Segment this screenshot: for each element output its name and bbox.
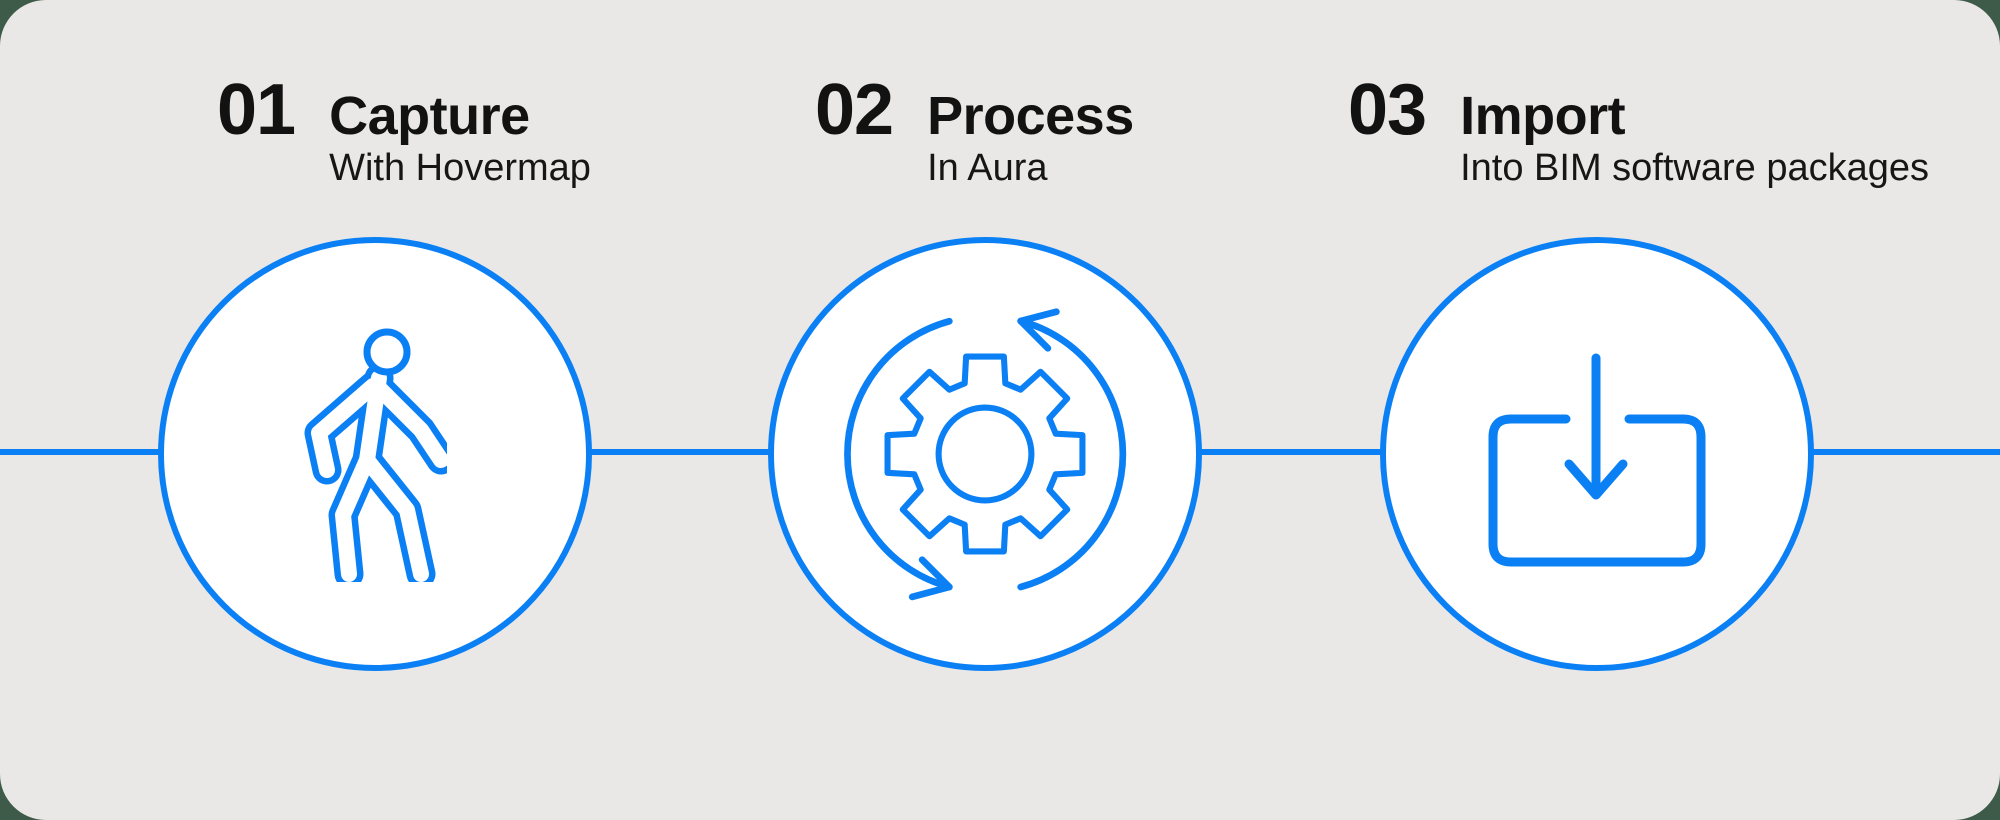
step-2-circle [768, 237, 1202, 671]
step-1-circle [158, 237, 592, 671]
step-3-header: 03 Import Into BIM software packages [1348, 74, 1929, 187]
step-1-header: 01 Capture With Hovermap [217, 74, 591, 187]
step-3-number: 03 [1348, 70, 1427, 150]
step-3-circle [1380, 237, 1814, 671]
step-2-number: 02 [815, 70, 894, 150]
step-2-subtitle: In Aura [927, 147, 1048, 189]
step-3-subtitle: Into BIM software packages [1460, 147, 1929, 189]
step-2-title: Process [927, 86, 1134, 146]
gear-sync-icon [844, 308, 1127, 601]
step-3-title: Import [1460, 86, 1626, 146]
import-tray-icon [1488, 353, 1706, 566]
step-1-title: Capture [329, 86, 530, 146]
step-1-subtitle: With Hovermap [329, 147, 591, 189]
step-1-number: 01 [217, 70, 296, 150]
step-2-header: 02 Process In Aura [815, 74, 1134, 187]
walking-person-icon [304, 328, 447, 582]
